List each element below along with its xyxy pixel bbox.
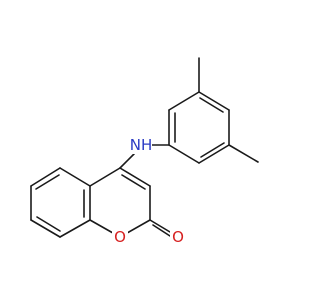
bond (59, 219, 91, 238)
ring-oxygen-label: O (114, 228, 126, 246)
methyl-bond-right (228, 144, 259, 163)
bond (119, 167, 151, 187)
amine-nh-label: NH (130, 136, 153, 154)
bond (198, 91, 230, 111)
dimethylphenyl-ring (168, 91, 230, 164)
bond (168, 91, 200, 111)
atom-labels: NH O O (112, 136, 186, 246)
ring-oxygen-bg (112, 229, 128, 246)
nh-label-bg (130, 136, 152, 154)
methyl-groups (198, 57, 259, 163)
double-bond-inner (199, 97, 224, 113)
bond-c4-to-n (119, 153, 135, 169)
structure-diagram: NH O O (30, 57, 259, 246)
bond (89, 167, 121, 187)
benzo-ring (30, 167, 91, 238)
carbonyl-bond (149, 219, 171, 233)
carbonyl-oxygen-label: O (172, 228, 184, 246)
double-bond-inner (200, 142, 225, 158)
bond (30, 219, 61, 238)
double-bond-inner (35, 174, 60, 190)
pyranone-ring (89, 167, 171, 238)
carbonyl-oxygen-bg (170, 228, 186, 245)
double-bond-inner (121, 174, 146, 190)
molecule-canvas: NH O O (30, 57, 259, 246)
bond (198, 144, 230, 164)
bond (30, 167, 61, 187)
carbonyl-bond-second (152, 224, 171, 237)
double-bond-inner (36, 216, 61, 232)
bond (168, 144, 200, 164)
bond (59, 167, 91, 187)
